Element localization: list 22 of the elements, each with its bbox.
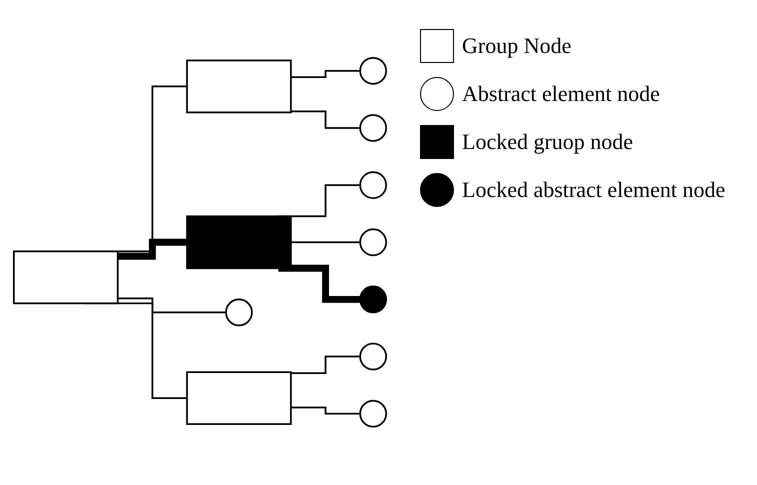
node-circle xyxy=(359,228,387,256)
node-box xyxy=(186,216,292,270)
legend-label: Abstract element node xyxy=(462,81,660,107)
connector xyxy=(290,242,362,244)
legend-label: Locked gruop node xyxy=(462,129,634,155)
node-circle xyxy=(225,298,253,326)
node-circle xyxy=(359,57,387,85)
connector xyxy=(290,110,362,130)
connector xyxy=(118,298,227,314)
connector xyxy=(290,356,362,374)
node-box xyxy=(186,372,292,426)
legend-label: Locked abstract element node xyxy=(462,177,726,203)
node-circle xyxy=(359,172,387,200)
node-box xyxy=(186,60,292,114)
connector xyxy=(290,70,362,78)
connector xyxy=(290,406,362,415)
node-circle xyxy=(359,400,387,428)
node-box xyxy=(13,250,119,304)
legend-label: Group Node xyxy=(462,33,572,59)
node-circle xyxy=(359,342,387,371)
node-circle xyxy=(359,114,387,142)
node-circle xyxy=(359,286,387,314)
